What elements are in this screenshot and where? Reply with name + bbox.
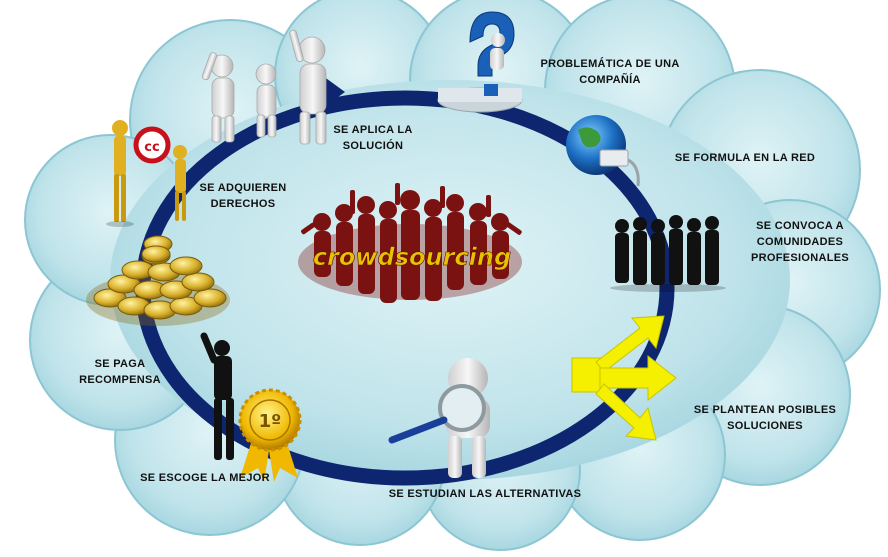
step-label-estudian: SE ESTUDIAN LAS ALTERNATIVAS xyxy=(360,486,610,502)
step-label-aplica: SE APLICA LA SOLUCIÓN xyxy=(318,122,428,154)
step-label-convoca: SE CONVOCA A COMUNIDADES PROFESIONALES xyxy=(730,218,870,266)
medal-label: 1º xyxy=(259,411,282,432)
step-label-escoge: SE ESCOGE LA MEJOR xyxy=(120,470,290,486)
step-label-formula: SE FORMULA EN LA RED xyxy=(670,150,820,166)
svg-text:cc: cc xyxy=(144,140,159,155)
step-label-paga: SE PAGA RECOMPENSA xyxy=(60,356,180,388)
crowdsourcing-logo-text: crowdsourcing xyxy=(313,243,511,271)
step-label-plantean: SE PLANTEAN POSIBLES SOLUCIONES xyxy=(690,402,840,434)
step-label-problematica: PROBLEMÁTICA DE UNA COMPAÑÍA xyxy=(520,56,700,88)
step-label-derechos: SE ADQUIEREN DERECHOS xyxy=(188,180,298,212)
